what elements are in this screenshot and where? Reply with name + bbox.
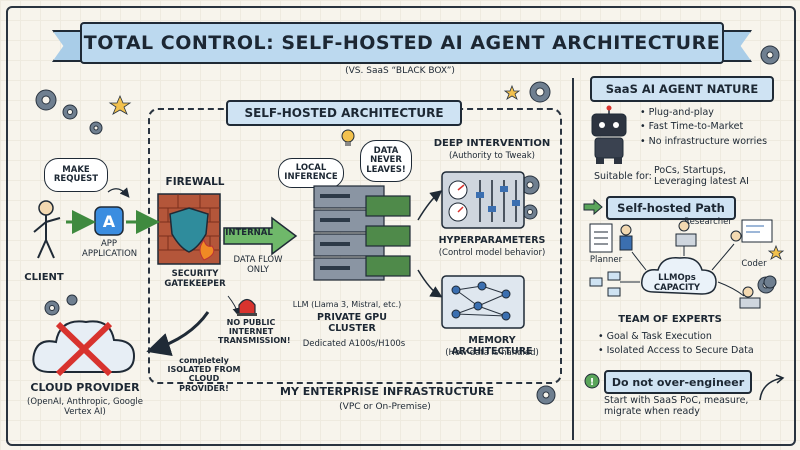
role-researcher: Researcher (684, 217, 732, 227)
saas-bullet: Fast Time-to-Market (640, 120, 767, 134)
flame-icon (199, 238, 215, 261)
role-planner: Planner (589, 255, 623, 265)
role-coder: Coder (741, 259, 767, 269)
advice-heading: Do not over-engineer (604, 370, 752, 394)
hyperparameters-title: HYPERPARAMETERS (438, 235, 546, 246)
page-subtitle: (VS. SaaS “BLACK BOX”) (345, 66, 455, 76)
internal-arrow (223, 216, 298, 256)
memory-architecture-sub: (How data is handled) (445, 348, 539, 358)
cloud-provider-sub: (OpenAI, Anthropic, Google Vertex AI) (27, 397, 143, 417)
path-bullet: Goal & Task Execution (598, 330, 754, 344)
lightbulb-icon (341, 129, 355, 146)
firewall-title: FIREWALL (165, 176, 225, 188)
robot-icon (591, 105, 627, 164)
saas-bullets: Plug-and-play Fast Time-to-Market No inf… (640, 106, 767, 149)
cloud-provider-title: CLOUD PROVIDER (30, 381, 140, 394)
star-icon (108, 94, 132, 115)
gpu-cluster-label: PRIVATE GPU CLUSTER (317, 312, 387, 334)
deep-intervention-title: DEEP INTERVENTION (433, 138, 551, 149)
svg-text:A: A (103, 212, 116, 231)
alarm-icon (237, 298, 257, 316)
suitable-label: Suitable for: (594, 171, 652, 182)
hyperparameters-sub: (Control model behavior) (438, 248, 546, 258)
page-title: TOTAL CONTROL: SELF-HOSTED AI AGENT ARCH… (80, 22, 724, 64)
column-divider (572, 78, 574, 440)
alarm-caption: NO PUBLIC INTERNET TRANSMISSION! (218, 318, 291, 346)
llm-label: LLM (Llama 3, Mistral, etc.) (292, 300, 402, 309)
isolated-note: completely ISOLATED FROM CLOUD PROVIDER! (167, 356, 241, 393)
gpu-server-icon (313, 185, 411, 281)
shield-icon (169, 207, 209, 253)
llmops-label: LLMOps CAPACITY (653, 273, 701, 293)
advice-text: Start with SaaS PoC, measure, migrate wh… (604, 395, 749, 417)
control-panel-icon (441, 171, 525, 229)
suitable-value: PoCs, Startups, Leveraging latest AI (654, 165, 749, 187)
make-request-bubble: MAKE REQUEST (44, 158, 108, 192)
client-stick-figure (33, 200, 61, 259)
saas-heading: SaaS AI AGENT NATURE (590, 76, 774, 102)
green-arrow-icon (583, 198, 603, 216)
gpu-hardware-label: Dedicated A100s/H100s (302, 339, 406, 349)
client-label: CLIENT (24, 272, 64, 283)
curved-arrow-icon (759, 374, 785, 401)
warning-icon: ! (584, 373, 600, 389)
star-icon (503, 84, 521, 100)
app-label: APP APPLICATION (82, 239, 138, 259)
gear-icon (66, 294, 78, 306)
local-inference-bubble: LOCAL INFERENCE (278, 158, 344, 188)
saas-bullet: Plug-and-play (640, 106, 767, 120)
memory-network-icon (441, 275, 525, 329)
path-bullet: Isolated Access to Secure Data (598, 344, 754, 358)
saas-bullet: No infrastructure worries (640, 135, 767, 149)
deep-intervention-sub: (Authority to Tweak) (448, 151, 535, 161)
star-icon (767, 244, 785, 260)
internal-caption: DATA FLOW ONLY (233, 255, 283, 275)
firewall-caption: SECURITY GATEKEEPER (164, 269, 226, 289)
team-of-experts: TEAM OF EXPERTS (618, 314, 722, 325)
data-never-leaves-bubble: DATA NEVER LEAVES! (360, 140, 412, 182)
enterprise-sub: (VPC or On-Premise) (339, 402, 431, 412)
outer-frame (6, 6, 796, 446)
path-bullets: Goal & Task Execution Isolated Access to… (598, 330, 754, 359)
svg-text:!: ! (590, 377, 595, 388)
cloud-icon (32, 320, 136, 377)
section-label: SELF-HOSTED ARCHITECTURE (226, 100, 462, 126)
enterprise-title: MY ENTERPRISE INFRASTRUCTURE (280, 385, 494, 398)
internal-label: INTERNAL (225, 228, 273, 238)
path-heading: Self-hosted Path (606, 196, 736, 220)
llmops-cloud (641, 257, 717, 295)
memory-architecture-title: MEMORY ARCHITECTURE (451, 335, 533, 357)
team-diagram (589, 219, 777, 309)
